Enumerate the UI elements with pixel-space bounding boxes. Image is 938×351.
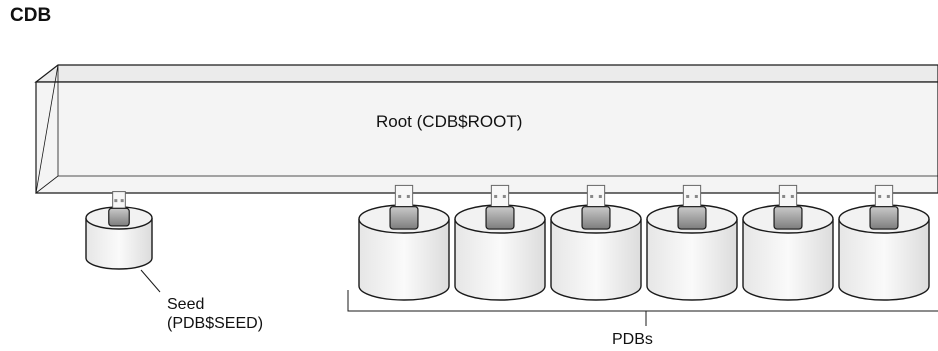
usb-plug-body (869, 206, 899, 230)
pdb-cylinder-4 (646, 184, 738, 301)
seed-label: Seed (PDB$SEED) (167, 295, 263, 333)
plug-contact (686, 194, 690, 198)
plug-contact (886, 194, 890, 198)
root-container-front-face (35, 81, 938, 194)
cylinder-body (358, 219, 450, 301)
plug-contact (398, 194, 402, 198)
pdbs-label: PDBs (612, 331, 653, 348)
pdbs-bracket (347, 290, 938, 326)
seed-label-name: Seed (167, 296, 205, 313)
usb-plug-tip (778, 184, 798, 208)
root-container (34, 64, 938, 194)
seed-label-id: (PDB$SEED) (167, 315, 264, 332)
plug-contact (502, 194, 506, 198)
plug-contact (782, 194, 786, 198)
usb-plug-body (677, 206, 707, 230)
plug-contact (598, 194, 602, 198)
cylinder-body (454, 219, 546, 301)
cylinder-body (646, 219, 738, 301)
usb-plug-tip (682, 184, 702, 208)
cylinder-body (838, 219, 930, 301)
usb-plug-body (485, 206, 515, 230)
plug-contact (114, 199, 118, 203)
usb-plug-body (108, 207, 130, 227)
plug-contact (494, 194, 498, 198)
pdb-cylinder-5 (742, 184, 834, 301)
pdb-cylinder-6 (838, 184, 930, 301)
cylinder-body (85, 218, 153, 270)
usb-plug-body (773, 206, 803, 230)
cylinder-body (742, 219, 834, 301)
plug-contact (790, 194, 794, 198)
seed-cylinder (85, 191, 153, 270)
pdb-cylinder-3 (550, 184, 642, 301)
plug-contact (878, 194, 882, 198)
usb-plug-tip (490, 184, 510, 208)
usb-plug-tip (874, 184, 894, 208)
cdb-title: CDB (10, 5, 52, 26)
plug-contact (406, 194, 410, 198)
root-container-inner-face (35, 64, 59, 194)
usb-plug-tip (586, 184, 606, 208)
usb-plug-tip (394, 184, 414, 208)
root-label: Root (CDB$ROOT) (376, 112, 523, 131)
pdb-cylinder-1 (358, 184, 450, 301)
cylinder-body (550, 219, 642, 301)
root-container-top-face (34, 64, 938, 83)
pdb-databases (358, 184, 930, 301)
usb-plug-body (581, 206, 611, 230)
pdb-cylinder-2 (454, 184, 546, 301)
plug-contact (590, 194, 594, 198)
plug-contact (120, 199, 124, 203)
plug-contact (694, 194, 698, 198)
usb-plug-body (389, 206, 419, 230)
seed-database (85, 191, 153, 270)
seed-leader-line (140, 269, 161, 293)
